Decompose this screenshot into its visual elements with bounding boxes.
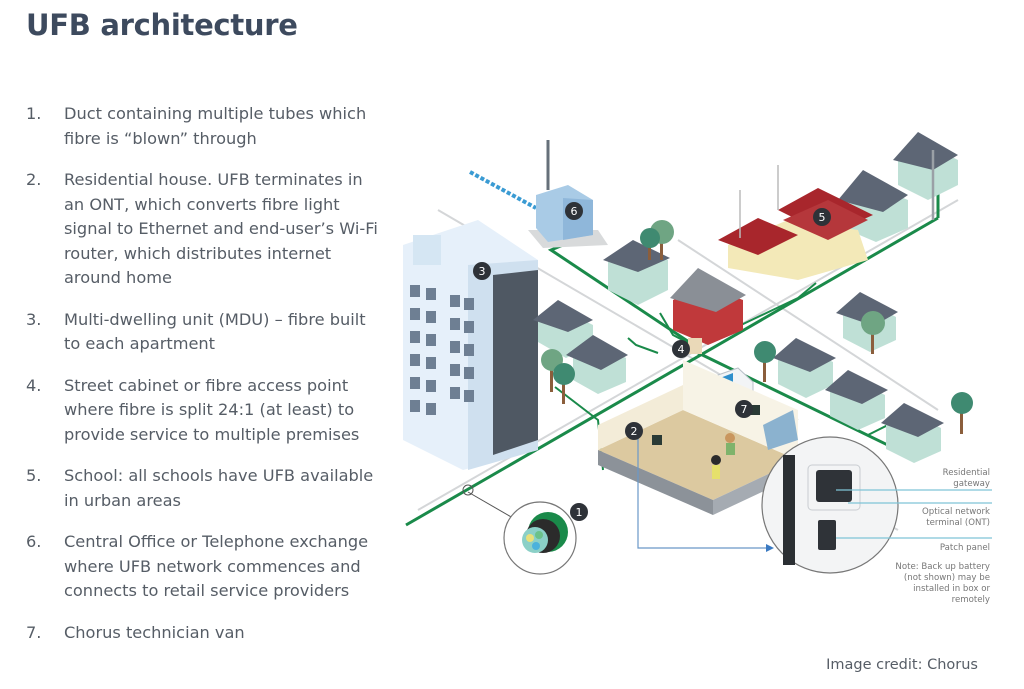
person — [725, 433, 735, 443]
street-cabinet — [688, 338, 702, 354]
item-number: 3. — [26, 309, 42, 329]
callout-ont: Optical network terminal (ONT) — [922, 507, 990, 528]
item-number: 4. — [26, 375, 42, 395]
ont-device — [818, 520, 836, 550]
item-text: Street cabinet or fibre access point whe… — [64, 375, 360, 444]
fibre-line — [405, 216, 939, 527]
tree — [951, 392, 973, 434]
list-item: 1. Duct containing multiple tubes which f… — [26, 102, 386, 151]
item-text: Chorus technician van — [64, 622, 245, 642]
tree — [640, 228, 660, 260]
item-text: Residential house. UFB terminates in an … — [64, 170, 378, 287]
svg-text:6: 6 — [571, 205, 578, 218]
legend-list: 1. Duct containing multiple tubes which f… — [26, 102, 386, 662]
svg-text:5: 5 — [819, 211, 826, 224]
marker-7: 7 — [735, 400, 753, 418]
markers: 1 2 3 4 5 6 7 — [473, 202, 831, 521]
svg-text:4: 4 — [678, 343, 685, 356]
zoom-ring — [462, 484, 474, 496]
svg-text:1: 1 — [576, 506, 583, 519]
callout-residential-gateway: Residential gateway — [942, 468, 990, 489]
mdu-stairwell — [493, 270, 538, 455]
tree — [754, 341, 776, 382]
tree — [861, 311, 885, 354]
svg-text:2: 2 — [631, 425, 638, 438]
trees — [541, 220, 973, 434]
house — [773, 338, 836, 398]
tv-screen — [748, 405, 760, 415]
list-item: 7. Chorus technician van — [26, 621, 386, 646]
house — [825, 370, 888, 430]
fibre-line — [687, 346, 899, 452]
marker-2: 2 — [625, 422, 643, 440]
svg-text:3: 3 — [479, 265, 486, 278]
pointer-line — [637, 435, 768, 549]
houses — [533, 132, 958, 463]
marker-4: 4 — [672, 340, 690, 358]
person — [711, 455, 721, 465]
ont-inset — [637, 435, 899, 574]
exchange-building — [528, 140, 608, 248]
item-number: 7. — [26, 622, 42, 642]
list-item: 2. Residential house. UFB terminates in a… — [26, 168, 386, 291]
callout-lines — [836, 489, 992, 539]
house — [566, 335, 628, 394]
list-item: 3. Multi-dwelling unit (MDU) – fibre buil… — [26, 308, 386, 357]
mdu-building — [403, 220, 538, 470]
house — [838, 170, 908, 242]
item-text: Central Office or Telephone exchange whe… — [64, 532, 369, 600]
item-text: Duct containing multiple tubes which fib… — [64, 104, 367, 148]
street-edge — [677, 239, 939, 411]
list-item: 6. Central Office or Telephone exchange w… — [26, 530, 386, 604]
list-item: 5. School: all schools have UFB available… — [26, 464, 386, 513]
computer-screen — [652, 435, 662, 445]
cable-cross-section-inset — [462, 484, 577, 575]
marker-6: 6 — [565, 202, 583, 220]
marker-3: 3 — [473, 262, 491, 280]
ufb-network-diagram: 1 2 3 4 5 6 7 Residential gateway Optica… — [398, 120, 1024, 610]
slide-title: UFB architecture — [26, 8, 298, 42]
item-number: 6. — [26, 532, 42, 551]
marker-1: 1 — [570, 503, 588, 521]
item-text: Multi-dwelling unit (MDU) – fibre built … — [64, 309, 366, 354]
fibre-line — [740, 282, 817, 326]
callout-patch-panel: Patch panel — [939, 543, 990, 553]
mdu-windows — [410, 285, 474, 415]
house — [893, 132, 958, 200]
list-item: 4. Street cabinet or fibre access point w… — [26, 374, 386, 448]
tree — [553, 363, 575, 404]
item-text: School: all schools have UFB available i… — [64, 466, 374, 510]
rug — [763, 410, 798, 450]
callout-battery-note: Note: Back up battery (not shown) may be… — [895, 562, 990, 605]
fibre-line — [627, 337, 659, 354]
item-number: 2. — [26, 170, 42, 189]
backhaul-link — [469, 170, 537, 210]
house — [881, 403, 944, 463]
residential-gateway-device — [816, 470, 852, 502]
red-house — [670, 268, 746, 345]
patch-strip — [783, 455, 795, 565]
rooftop-unit — [413, 235, 441, 265]
house — [603, 240, 670, 305]
marker-5: 5 — [813, 208, 831, 226]
school-building — [718, 165, 873, 280]
item-number: 1. — [26, 104, 42, 123]
svg-text:7: 7 — [741, 403, 748, 416]
image-credit: Image credit: Chorus — [826, 657, 978, 673]
item-number: 5. — [26, 466, 42, 485]
